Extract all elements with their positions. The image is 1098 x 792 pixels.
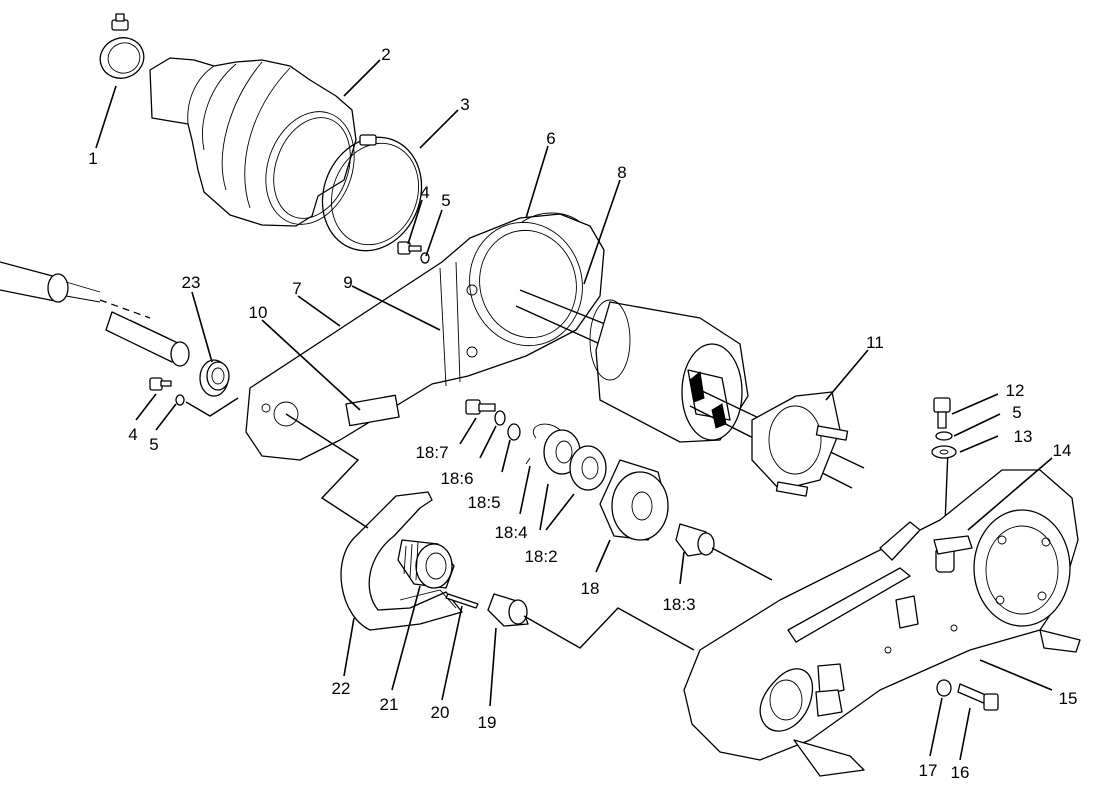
callout-20: 20 [431,703,450,722]
part-7-guard-plate [245,213,605,461]
part-15-housing [683,469,1081,777]
part-18-2-bearings [543,429,607,491]
callout-23: 23 [182,273,201,292]
drive-shaft-tube [0,261,190,367]
callout-11: 11 [866,333,884,352]
part-3-large-hose-clamp [321,134,423,252]
part-18-7-bolt [465,399,496,415]
callout-18-3: 18:3 [662,595,695,614]
callout-15: 15 [1059,689,1078,708]
part-4-screw-lower [149,377,172,391]
part-22-belt [340,491,463,631]
part-17-washer [936,679,952,697]
callout-6: 6 [546,129,555,148]
callout-labels: 1 2 3 4 5 6 8 23 7 9 10 11 12 5 13 14 4 … [88,45,1077,782]
callout-18-2: 18:2 [524,547,557,566]
part-13-washer [931,445,957,459]
part-5-washer-lower [175,394,185,406]
callout-9: 9 [343,273,352,292]
part-12-bolt [933,397,951,429]
callout-1: 1 [88,149,97,168]
callout-18: 18 [581,579,600,598]
part-21-drive-pulley [397,539,455,589]
part-18-3-spacer [675,523,773,581]
connection-lines [185,397,949,651]
callout-4-lower: 4 [128,425,137,444]
part-1-small-hose-clamp [99,13,145,79]
callout-18-7: 18:7 [415,443,448,462]
callout-10: 10 [249,303,268,322]
part-16-bolt [957,683,999,711]
part-20-key [445,593,479,609]
callout-2: 2 [381,45,390,64]
callout-5-upper: 5 [441,191,450,210]
part-5-washer-upper [420,252,430,264]
part-8-motor [515,289,865,489]
callout-7: 7 [292,279,301,298]
part-2-bellows-boot [149,57,357,227]
callout-12: 12 [1006,381,1025,400]
part-6-ring [521,212,581,223]
part-19-sleeve [487,593,529,627]
callout-5-lower: 5 [149,435,158,454]
callout-17: 17 [919,761,938,780]
callout-16: 16 [951,763,970,782]
callout-18-6: 18:6 [440,469,473,488]
callout-4-upper: 4 [420,183,429,202]
part-23-seal-bushing [199,359,230,397]
callout-8: 8 [617,163,626,182]
callout-21: 21 [380,695,399,714]
callout-18-4: 18:4 [494,523,527,542]
part-18-4-circlip [525,423,561,465]
part-18-5-washer [507,423,521,441]
callout-14: 14 [1053,441,1072,460]
leader-lines [95,59,1053,761]
callout-19: 19 [478,713,497,732]
part-18-6-washer [494,410,506,426]
callout-13: 13 [1014,427,1033,446]
part-18-pulley [599,459,669,541]
callout-5-right: 5 [1012,403,1021,422]
callout-22: 22 [332,679,351,698]
part-5-washer-right [935,431,953,441]
part-11-flange-plate [751,391,849,497]
callout-18-5: 18:5 [467,493,500,512]
callout-3: 3 [460,95,469,114]
part-4-screw-upper [397,241,422,255]
